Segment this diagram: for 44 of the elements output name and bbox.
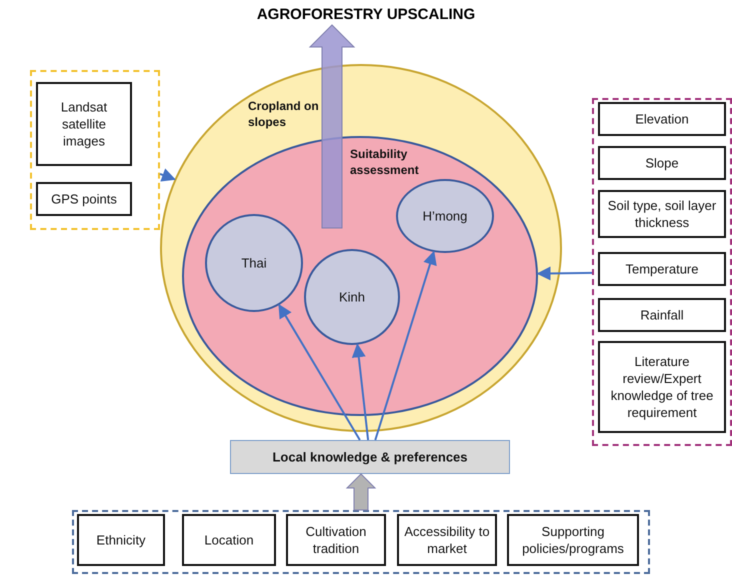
node-label: Location <box>203 532 255 548</box>
factor-box <box>598 146 726 180</box>
node-label: Soil type, soil layer thickness <box>606 197 718 231</box>
arrow <box>160 168 176 182</box>
factor-box <box>36 82 132 166</box>
arrow <box>536 266 592 280</box>
node-label: Supporting policies/programs <box>521 523 625 557</box>
node-label: Literature review/Expert knowledge of tree requirement <box>610 353 714 421</box>
node-label: Kinh <box>338 288 366 306</box>
node-label: Accessibility to market <box>403 523 491 557</box>
diagram-title: AGROFORESTRY UPSCALING <box>256 6 476 23</box>
arrow <box>278 304 361 441</box>
factor-box <box>77 514 165 566</box>
node-label: Cultivation tradition <box>304 523 368 557</box>
node-label: Slope <box>644 154 680 172</box>
node-label: Suitability assessment <box>350 146 420 178</box>
factor-box <box>397 514 497 566</box>
node-label: Temperature <box>624 260 700 278</box>
dashed-group-frame <box>72 510 650 574</box>
node-label: Elevation <box>634 110 690 128</box>
dashed-group-frame <box>592 98 732 446</box>
node-label: Cropland on slopes <box>248 98 320 130</box>
node-label: Ethnicity <box>95 532 147 548</box>
factor-box <box>598 341 726 433</box>
dashed-group-frame <box>30 70 160 230</box>
factor-box <box>598 252 726 286</box>
block-arrow <box>346 473 376 510</box>
factor-box <box>598 102 726 136</box>
node-label: Local knowledge & preferences <box>271 448 469 466</box>
process-box <box>230 440 510 474</box>
node-label: Thai <box>240 254 268 272</box>
block-arrow <box>308 24 356 228</box>
node-label: Landsat satellite images <box>60 98 108 150</box>
arrow <box>374 250 437 440</box>
factor-box <box>286 514 386 566</box>
factor-box <box>598 190 726 238</box>
factor-box <box>182 514 276 566</box>
node-label: GPS points <box>50 190 118 208</box>
node-label: Rainfall <box>639 306 685 324</box>
factor-box <box>507 514 639 566</box>
factor-box <box>36 182 132 216</box>
factor-box <box>598 298 726 332</box>
arrow <box>352 343 370 440</box>
node-label: H’mong <box>422 208 468 224</box>
